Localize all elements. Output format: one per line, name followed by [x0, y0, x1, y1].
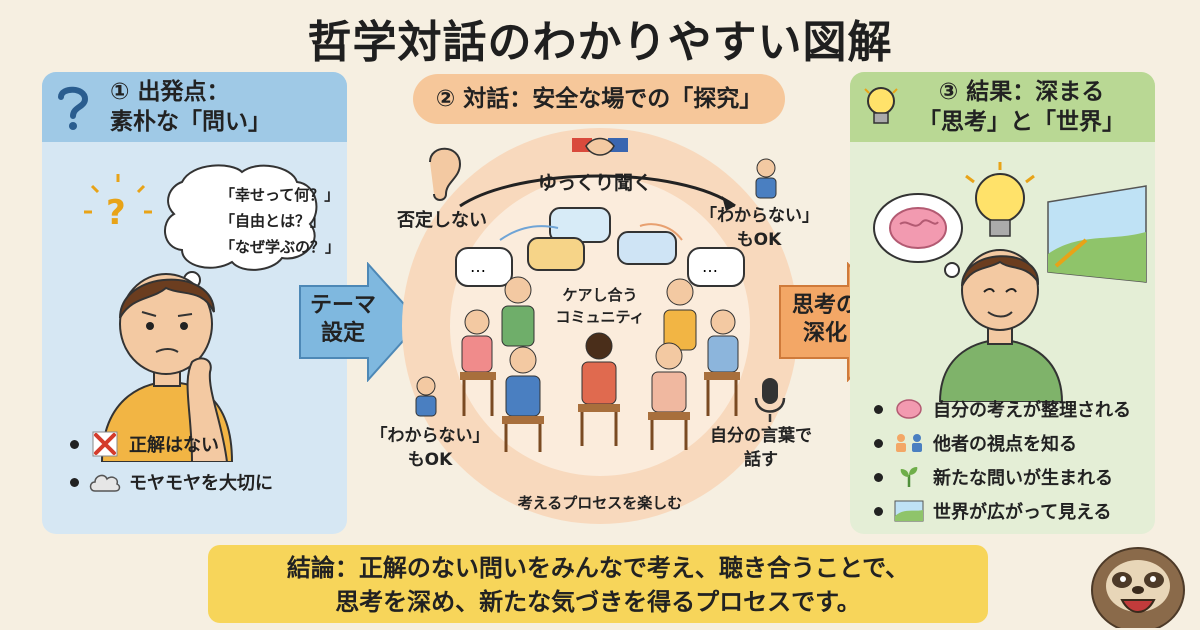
conclusion-line1: 結論：正解のない問いをみんなで考え、聴き合うことで、: [286, 554, 910, 582]
community-line2: コミュニティ: [555, 308, 645, 326]
right-panel-result: ③ 結果：深まる 「思考」と「世界」: [850, 72, 1155, 534]
sloth-mascot: [1091, 547, 1185, 628]
arrow-right-line1: 思考の: [791, 293, 858, 318]
bullet-text: 他者の視点を知る: [933, 434, 1077, 455]
dont-know-top-line1: 「わからない」: [700, 206, 819, 226]
dialogue-circle-illustration: … …: [402, 128, 798, 524]
svg-text:?: ?: [106, 193, 126, 233]
dont-know-top-line2: もOK: [736, 230, 782, 250]
list-item: 自分の考えが整理される: [874, 392, 1131, 426]
enlightened-person-illustration: [873, 162, 1147, 402]
svg-text:…: …: [470, 257, 486, 276]
thought-question-2: 「自由とは？」: [220, 212, 326, 230]
thought-question-1: 「幸せって何？」: [220, 186, 340, 204]
own-words-line2: 話す: [744, 450, 778, 470]
enjoy-process-label: 考えるプロセスを楽しむ: [517, 494, 683, 512]
list-item: 他者の視点を知る: [874, 426, 1131, 460]
thought-bubble-text: 「幸せって何？」 「自由とは？」 「なぜ学ぶの？」: [220, 182, 347, 260]
own-words-label: 自分の言葉で 話す: [700, 424, 822, 472]
left-bullet-list: 正解はない モヤモヤを大切に: [70, 425, 273, 501]
big-lightbulb-icon: [965, 162, 1035, 237]
list-item: モヤモヤを大切に: [70, 463, 273, 501]
brain-icon: [893, 395, 925, 423]
list-item: 正解はない: [70, 425, 273, 463]
brain-icon: [889, 207, 947, 249]
bullet-text: 自分の考えが整理される: [933, 400, 1131, 421]
page-title: 哲学対話のわかりやすい図解: [307, 17, 893, 68]
thinking-person-illustration: ?: [84, 164, 318, 462]
arrow-theme-setting: [299, 262, 422, 382]
conclusion-line2: 思考を深め、新たな気づきを得るプロセスです。: [335, 588, 861, 616]
arrow-right-line2: 深化: [802, 321, 847, 346]
right-heading-line1: ③ 結果：深まる: [938, 79, 1105, 105]
community-label: ケアし合う コミュニティ: [540, 284, 660, 328]
list-item: 新たな問いが生まれる: [874, 460, 1131, 494]
arrow-left-label: テーマ 設定: [300, 292, 386, 348]
right-heading-line2: 「思考」と「世界」: [918, 109, 1125, 135]
cloud-icon: [89, 468, 121, 496]
list-item: 世界が広がって見える: [874, 494, 1131, 528]
right-panel-header: ③ 結果：深まる 「思考」と「世界」: [850, 72, 1155, 142]
idea-question-icon: ?: [84, 174, 152, 233]
small-person-icon: [755, 158, 777, 199]
svg-text:…: …: [702, 257, 718, 276]
left-panel-start: ① 出発点： 素朴な「問い」 ? 「幸せって何: [42, 72, 347, 534]
landscape-icon: [893, 497, 925, 525]
dont-know-bottom-line2: もOK: [407, 450, 453, 470]
community-line1: ケアし合う: [562, 286, 638, 304]
slow-listen-label: ゆっくり聞く: [537, 172, 652, 194]
thought-question-3: 「なぜ学ぶの？」: [220, 238, 341, 256]
speech-bubbles: … …: [455, 207, 745, 287]
left-panel-header: ① 出発点： 素朴な「問い」: [42, 72, 347, 142]
middle-banner: ② 対話：安全な場での「探究」: [413, 74, 785, 124]
bullet-text: 新たな問いが生まれる: [933, 468, 1113, 489]
small-person-icon: [415, 376, 437, 417]
conclusion-box: 結論：正解のない問いをみんなで考え、聴き合うことで、 思考を深め、新たな気づきを…: [208, 545, 988, 623]
sprout-icon: [893, 463, 925, 491]
question-mark-icon: [42, 83, 104, 131]
dont-know-bottom-label: 「わからない」 もOK: [370, 424, 490, 472]
no-denial-label: 否定しない: [397, 210, 487, 231]
microphone-icon: [754, 378, 786, 422]
own-words-line1: 自分の言葉で: [710, 426, 812, 446]
arrow-right-label: 思考の 深化: [782, 292, 868, 348]
handshake-icon: [572, 137, 628, 156]
dont-know-top-label: 「わからない」 もOK: [700, 204, 819, 252]
lightbulb-icon: [850, 83, 912, 131]
left-heading-line1: ① 出発点：: [110, 79, 230, 105]
ear-icon: [429, 147, 462, 201]
left-heading-line2: 素朴な「問い」: [110, 109, 271, 135]
landscape-icon: [1047, 185, 1147, 283]
bullet-text: モヤモヤを大切に: [129, 473, 273, 494]
people-group: [460, 276, 740, 452]
bullet-text: 正解はない: [129, 435, 219, 456]
right-bullet-list: 自分の考えが整理される 他者の視点を知る 新たな問いが生まれる 世界が広がって見…: [874, 392, 1131, 528]
arrow-left-line1: テーマ: [309, 293, 376, 318]
dont-know-bottom-line1: 「わからない」: [370, 426, 490, 446]
people-icon: [893, 429, 925, 457]
bullet-text: 世界が広がって見える: [933, 502, 1112, 523]
arrow-left-line2: 設定: [320, 321, 365, 346]
cross-icon: [89, 430, 121, 458]
